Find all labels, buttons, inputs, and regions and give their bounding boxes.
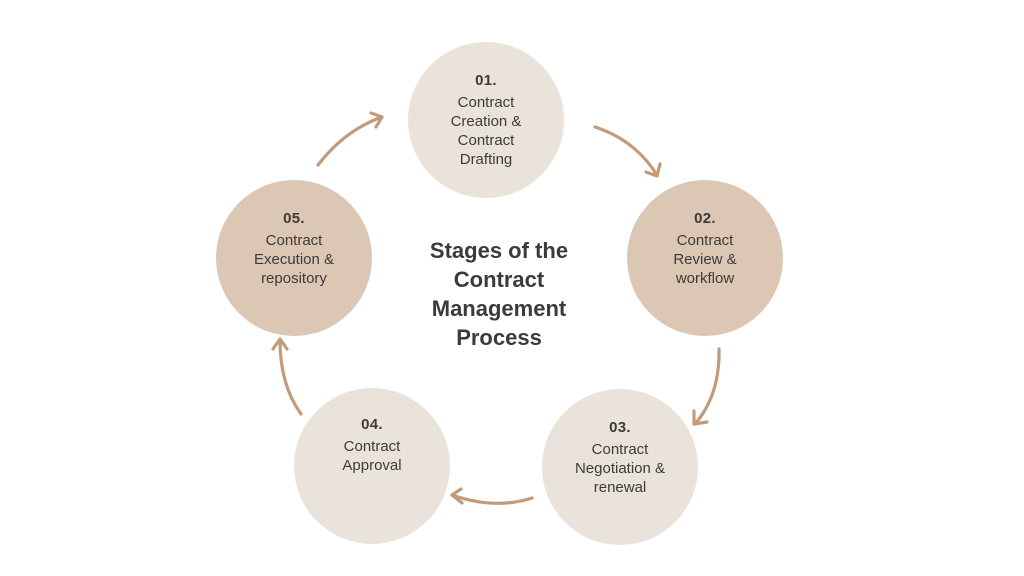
stage-label: Contract Execution & repository <box>253 232 335 287</box>
stage-label: Contract Creation & Contract Drafting <box>450 94 522 168</box>
stage-label: Contract Approval <box>342 438 402 474</box>
stage-number: 02. <box>694 210 716 227</box>
title-line: Stages of the <box>429 238 569 263</box>
title-line: Contract <box>453 267 545 292</box>
stage-number: 01. <box>475 72 497 89</box>
stage-number: 03. <box>609 419 631 436</box>
arrow-stage2-to-stage3 <box>692 347 721 426</box>
stage-circle-02: 02. Contract Review & workflow <box>627 180 783 336</box>
stage-circle-04: 04. Contract Approval <box>294 388 450 544</box>
title-line: Process <box>456 325 542 350</box>
arrow-stage3-to-stage4 <box>450 487 534 505</box>
diagram-title: Stages of the Contract Management Proces… <box>398 236 600 352</box>
title-line: Management <box>431 296 567 321</box>
arrow-stage4-to-stage5 <box>271 337 303 416</box>
stage-circle-03: 03. Contract Negotiation & renewal <box>542 389 698 545</box>
stage-label: Contract Review & workflow <box>673 232 737 287</box>
stage-number: 04. <box>361 416 383 433</box>
arrow-stage1-to-stage2 <box>593 125 662 178</box>
arrow-stage5-to-stage1 <box>316 111 384 167</box>
stage-number: 05. <box>283 210 305 227</box>
stage-circle-01: 01. Contract Creation & Contract Draftin… <box>408 42 564 198</box>
stage-circle-05: 05. Contract Execution & repository <box>216 180 372 336</box>
stage-label: Contract Negotiation & renewal <box>574 441 666 496</box>
